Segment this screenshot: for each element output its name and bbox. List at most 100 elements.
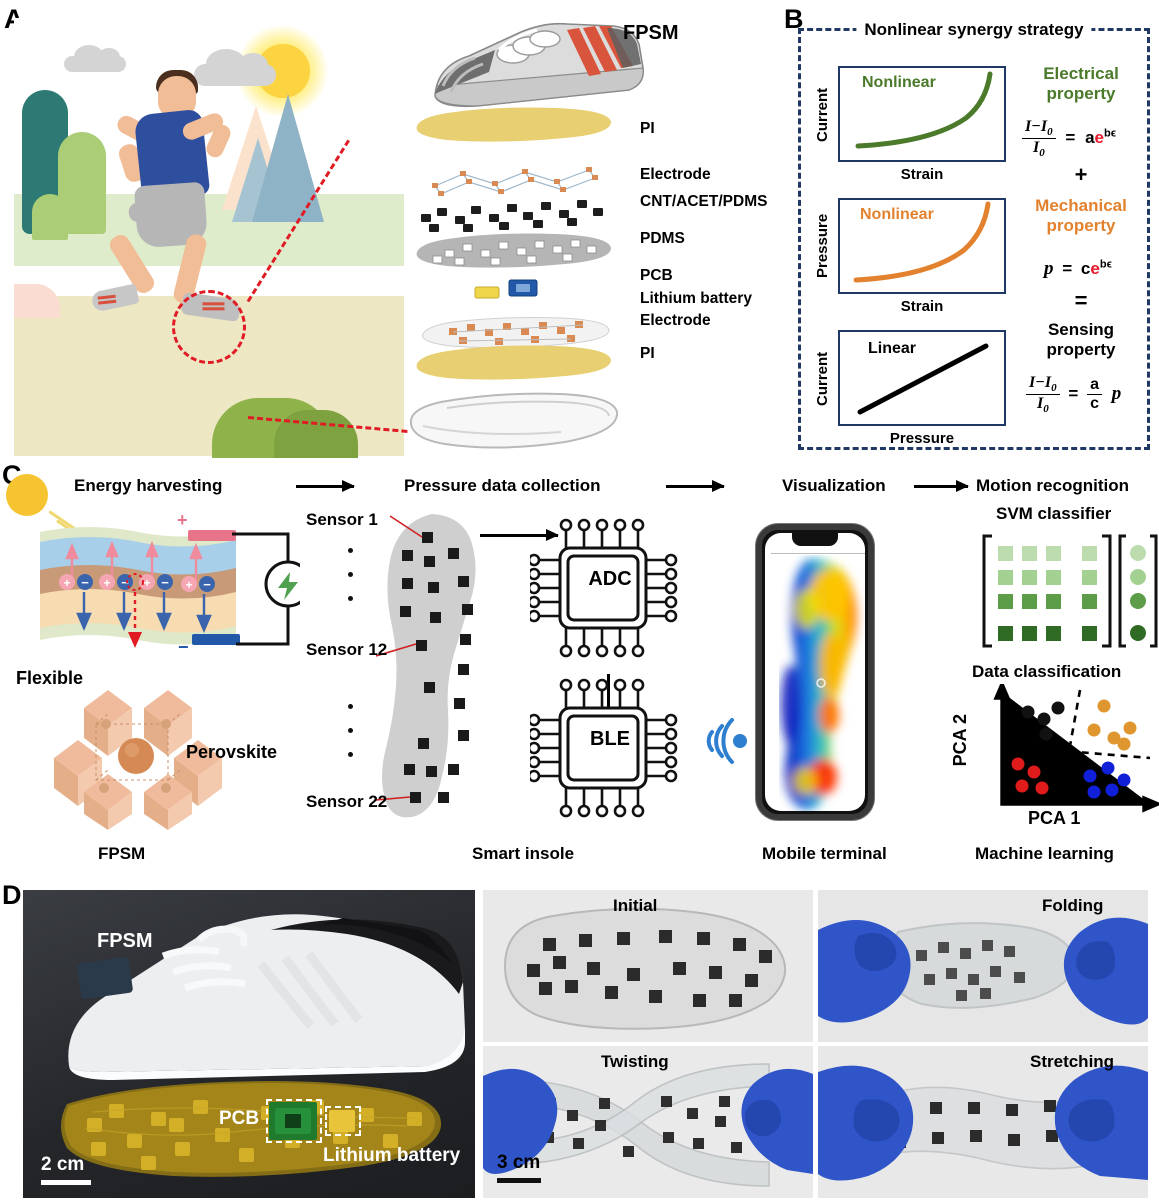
axis-label-pressure: Pressure [814, 213, 831, 279]
photo-label-folding: Folding [1042, 896, 1104, 915]
caption-smart-insole: Smart insole [472, 844, 575, 863]
layer-label-pi-top: PI [640, 120, 655, 137]
photo-twisting: Twisting 3 cm [483, 1046, 813, 1198]
smart-insole-diagram [376, 514, 476, 818]
perovskite-label: Perovskite [186, 742, 278, 762]
cluster-orange [1087, 699, 1137, 751]
chart-inlabel: Linear [868, 340, 917, 357]
flow-arrow-2 [666, 480, 725, 492]
caption-mobile-terminal: Mobile terminal [762, 844, 887, 863]
sensor-label-1: Sensor 1 [306, 510, 378, 529]
axis-label-current-1: Current [814, 87, 831, 143]
ellipsis-dot [348, 572, 353, 577]
ble-chip-icon [530, 678, 678, 818]
axis-label-pressure-2: Pressure [889, 430, 955, 447]
exploded-device-stack: FPSM [395, 8, 679, 456]
layer-cnt-acet-pdms [403, 192, 625, 239]
ellipsis-dot [348, 704, 353, 709]
svg-text:−: − [203, 577, 211, 592]
adc-chip-icon [530, 518, 678, 658]
cloud-icon [64, 45, 126, 72]
axis-label-current-2: Current [814, 351, 831, 407]
panel-d-letter: D [2, 880, 22, 910]
pressure-heatmap [781, 559, 857, 810]
axis-label-strain-1: Strain [900, 166, 944, 183]
cnt-particles-shape [421, 200, 603, 232]
layer-label-cnt: CNT/ACET/PDMS [640, 193, 768, 210]
layer-label-electrode-top: Electrode [640, 166, 711, 183]
scale-bar-2cm [41, 1180, 91, 1185]
chart-current-vs-pressure: Linear [838, 330, 1006, 426]
photo-label-fpsm: FPSM [97, 930, 153, 952]
photo-initial: Initial [483, 890, 813, 1042]
layer-label-pcb: PCB [640, 267, 673, 284]
flow-arrow-3 [914, 480, 969, 492]
stage-title-pressure-data: Pressure data collection [404, 476, 601, 495]
photo-label-stretching: Stretching [1030, 1052, 1115, 1071]
minus-sign-label: − [178, 637, 189, 657]
sneaker-illustration [434, 22, 645, 108]
panel-d: D [0, 880, 1159, 1200]
panel-b-letter: B [784, 4, 804, 34]
circuit-loop [232, 532, 300, 646]
caption-fpsm: FPSM [98, 844, 146, 863]
bush-shape [32, 194, 68, 240]
fraction-i-i0: I−I0 I0 [1022, 118, 1056, 159]
twisting-illustration [483, 1046, 813, 1198]
chart-inlabel: Nonlinear [862, 74, 936, 91]
wireless-signal-icon [706, 718, 747, 764]
stretching-illustration [818, 1046, 1148, 1198]
svm-matrix-icon [982, 534, 1158, 648]
panel-b-title: Nonlinear synergy strategy [856, 20, 1092, 40]
panel-b: B Nonlinear synergy strategy Nonlinear C… [782, 0, 1159, 462]
ble-chip-label: BLE [590, 728, 630, 750]
photo-stretching: Stretching [818, 1046, 1148, 1198]
mechanical-property-label: Mechanical property [1035, 196, 1127, 235]
runner-figure [90, 66, 306, 334]
phone-screen[interactable] [765, 533, 865, 811]
exponential-curve-orange [853, 201, 991, 283]
electrical-equation: I−I0 I0 = aebϵ [1022, 118, 1116, 159]
pcb-annotation-box [266, 1099, 322, 1143]
sun-icon [6, 474, 48, 516]
sensor-label-22: Sensor 22 [306, 792, 388, 811]
ellipsis-dot [348, 752, 353, 757]
svg-text:+: + [185, 578, 192, 592]
operator-equals: = [1074, 288, 1088, 313]
flexible-label: Flexible [16, 668, 84, 688]
phone-notch [792, 533, 838, 546]
sensing-equation: I−I0 I0 = a c p [1026, 374, 1121, 415]
electrical-property-label: Electrical property [1043, 64, 1119, 103]
electrode-mesh-shape [432, 167, 598, 196]
stage-title-energy-harvesting: Energy harvesting [74, 476, 223, 495]
ellipsis-dot [348, 548, 353, 553]
pv-layer-stack: + − + − + − + − [40, 527, 236, 648]
layer-electrode-bottom [409, 308, 625, 357]
shoe-photo-illustration [61, 914, 466, 1177]
chart-pressure-vs-strain: Nonlinear [838, 198, 1006, 294]
runner-scene-illustration [14, 18, 404, 458]
sole-outline-shape [409, 392, 619, 449]
insole-initial-illustration [483, 890, 813, 1042]
scale-label-3cm: 3 cm [497, 1152, 541, 1173]
plus-sign-label: + [177, 510, 188, 530]
layer-pdms [405, 230, 621, 279]
pca2-axis-label: PCA 2 [950, 714, 970, 767]
ellipsis-dot [348, 596, 353, 601]
bush-shape [274, 410, 358, 458]
mobile-phone[interactable] [756, 524, 874, 820]
folding-illustration [818, 890, 1148, 1042]
linear-line-black [857, 343, 989, 415]
pca-scatter-plot [993, 684, 1159, 813]
svg-text:−: − [121, 575, 129, 590]
photo-label-pcb: PCB [219, 1108, 260, 1129]
pdms-shape [416, 233, 611, 268]
layer-electrode-mesh [405, 160, 621, 205]
svg-text:+: + [143, 576, 150, 590]
scale-label-2cm: 2 cm [41, 1154, 85, 1175]
svm-classifier-title: SVM classifier [996, 504, 1112, 523]
layer-pi-bottom [405, 342, 621, 391]
insole-shape [416, 345, 611, 380]
insole-to-adc-arrow [480, 529, 559, 541]
